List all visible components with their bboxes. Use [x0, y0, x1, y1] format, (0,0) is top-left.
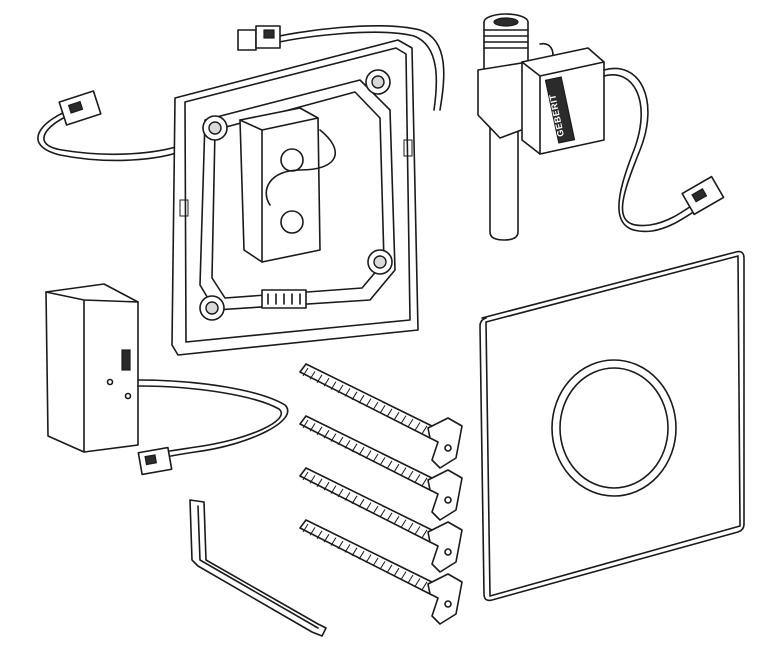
frame-center-block — [239, 107, 321, 263]
frame-connector-left — [58, 90, 102, 126]
control-box-body — [45, 283, 139, 453]
frame-screw-hole — [365, 69, 391, 95]
frame-connector-top — [237, 25, 281, 51]
control-box-port — [121, 349, 131, 371]
mounting-frame — [37, 25, 445, 356]
frame-screw-hole — [202, 115, 228, 141]
fixing-screw — [299, 415, 463, 521]
allen-key — [189, 499, 327, 637]
valve-hose — [489, 119, 519, 241]
frame-screw-hole — [367, 249, 393, 275]
control-box-connector — [137, 446, 173, 476]
valve-connector — [681, 175, 725, 216]
frame-cable-left — [37, 107, 186, 162]
frame-screw-hole — [199, 295, 225, 321]
cover-plate — [479, 250, 745, 602]
valve-cable — [603, 67, 701, 227]
geberit-logo-band — [544, 76, 576, 144]
fixing-screw — [299, 363, 463, 469]
frame-cable-top — [261, 25, 445, 111]
fixing-screw — [299, 467, 463, 573]
control-box-cable — [137, 379, 289, 461]
geberit-module: GEBERIT — [521, 47, 605, 155]
fixing-screws — [299, 363, 463, 625]
sensor-ring-inner — [559, 367, 669, 489]
sensor-ring-outer — [551, 359, 677, 497]
control-box-led — [106, 378, 114, 386]
control-box — [45, 283, 289, 476]
valve-unit: GEBERIT — [477, 13, 725, 241]
fixing-screw — [299, 519, 463, 625]
